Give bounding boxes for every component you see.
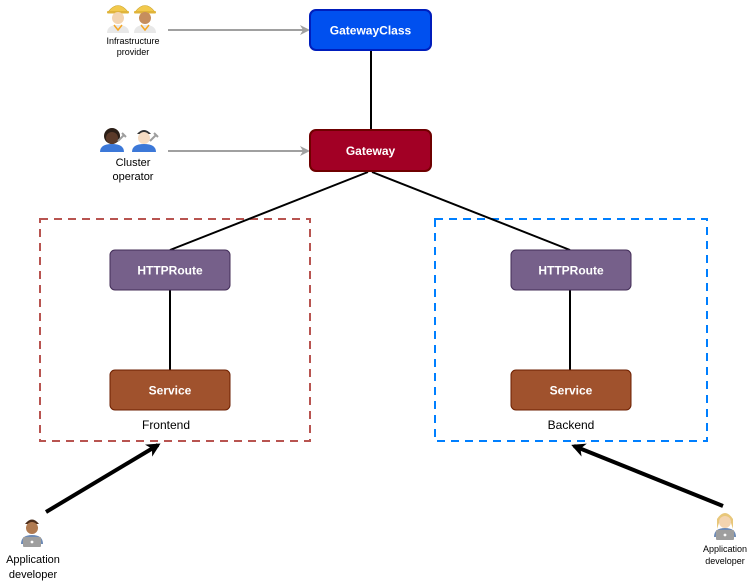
gatewayclass-label: GatewayClass [330,24,412,38]
connector-gateway-to-backend-route [371,171,571,251]
infrastructure-provider-icon [107,5,156,33]
cluster-operator-label-line2: operator [113,171,154,183]
gatewayclass-node[interactable]: GatewayClass [309,9,432,51]
backend-group-label: Backend [548,418,595,432]
backend-service-label: Service [550,384,593,398]
app-developer-backend-label-line2: developer [705,556,745,566]
infrastructure-provider-label-line2: provider [117,47,150,57]
frontend-service-node[interactable]: Service [109,369,231,411]
frontend-httproute-label: HTTPRoute [137,264,203,278]
frontend-service-label: Service [149,384,192,398]
app-developer-backend-icon [714,513,736,540]
frontend-group-box [39,218,311,442]
connector-gateway-to-frontend-route [169,171,369,251]
cluster-operator-icon [100,128,159,152]
app-developer-frontend-label-line1: Application [6,554,60,566]
app-developer-frontend-label-line2: developer [9,569,58,581]
gateway-node[interactable]: Gateway [309,129,432,172]
arrow-app-dev-to-backend [571,443,724,508]
frontend-group-label: Frontend [142,418,190,432]
backend-httproute-label: HTTPRoute [538,264,604,278]
app-developer-frontend-icon [21,519,43,547]
cluster-operator-label-line1: Cluster [116,157,151,169]
app-developer-backend-label-line1: Application [703,544,747,554]
backend-httproute-node[interactable]: HTTPRoute [510,249,632,291]
arrow-app-dev-to-frontend [44,443,161,514]
gateway-label: Gateway [346,144,396,158]
infrastructure-provider-label-line1: Infrastructure [106,36,159,46]
frontend-httproute-node[interactable]: HTTPRoute [109,249,231,291]
backend-service-node[interactable]: Service [510,369,632,411]
backend-group-box [434,218,708,442]
